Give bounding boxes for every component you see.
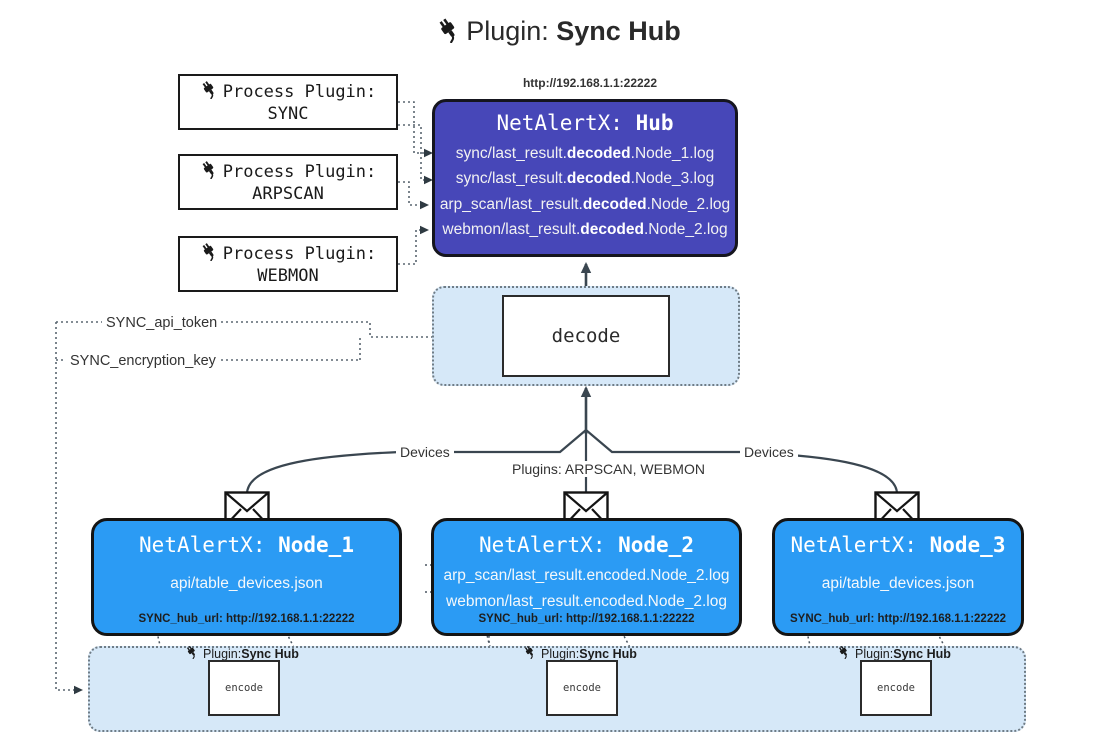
process-plugin-value: ARPSCAN bbox=[252, 184, 324, 204]
plug-icon bbox=[436, 17, 462, 50]
hub-log-bold: decoded bbox=[566, 170, 631, 188]
plug-icon bbox=[200, 160, 219, 184]
plug-icon bbox=[837, 645, 851, 662]
process-plugin-arpscan[interactable]: Process Plugin: ARPSCAN bbox=[178, 154, 398, 210]
node-title: NetAlertX: Node_1 bbox=[94, 533, 399, 557]
title-prefix: Plugin: bbox=[466, 16, 557, 46]
node-line: webmon/last_result.encoded.Node_2.log bbox=[446, 592, 727, 610]
encode-caption-node-1: Plugin: Sync Hub bbox=[185, 645, 299, 662]
hub-log-post: .Node_3.log bbox=[630, 170, 715, 188]
node-hub-url: SYNC_hub_url: http://192.168.1.1:22222 bbox=[478, 613, 695, 625]
encode-caption-node-2: Plugin: Sync Hub bbox=[523, 645, 637, 662]
hub-log-entry: arp_scan/last_result.decoded.Node_2.log bbox=[435, 192, 735, 217]
process-plugin-label: Process Plugin: bbox=[222, 161, 377, 182]
hub-log-pre: webmon/last_result. bbox=[442, 221, 581, 239]
encode-caption-name: Sync Hub bbox=[241, 646, 299, 661]
sync-api-token-label: SYNC_api_token bbox=[102, 315, 222, 331]
decode-box[interactable]: decode bbox=[502, 295, 670, 377]
node-lines: api/table_devices.json bbox=[775, 571, 1021, 597]
hub-log-entry: sync/last_result.decoded.Node_1.log bbox=[435, 141, 735, 166]
hub-log-bold: decoded bbox=[566, 145, 631, 162]
node-box-node-1[interactable]: NetAlertX: Node_1 api/table_devices.json… bbox=[91, 518, 402, 636]
page-title: Plugin: Sync Hub bbox=[0, 16, 1117, 50]
node-title-prefix: NetAlertX: bbox=[139, 533, 279, 557]
hub-log-entry: sync/last_result.decoded.Node_3.log bbox=[435, 166, 735, 191]
plug-icon bbox=[200, 242, 219, 266]
hub-log-pre: arp_scan/last_result. bbox=[439, 195, 583, 213]
encode-caption-prefix: Plugin: bbox=[855, 646, 894, 661]
node-hub-url: SYNC_hub_url: http://192.168.1.1:22222 bbox=[138, 613, 355, 625]
hub-log-entry: webmon/last_result.decoded.Node_2.log bbox=[435, 217, 735, 242]
hub-log-bold: decoded bbox=[582, 195, 647, 213]
node-title-name: Node_1 bbox=[278, 533, 354, 557]
edge-label-devices-left: Devices bbox=[396, 444, 454, 460]
node-lines: arp_scan/last_result.encoded.Node_2.log … bbox=[434, 563, 739, 614]
node-line: api/table_devices.json bbox=[821, 575, 975, 592]
connector-webmon-to-log4 bbox=[398, 225, 429, 265]
node-title-prefix: NetAlertX: bbox=[479, 533, 619, 557]
hub-log-pre: sync/last_result. bbox=[455, 170, 567, 188]
connector-sync-to-log1 bbox=[398, 101, 433, 158]
connector-arpscan-to-log3 bbox=[398, 181, 429, 210]
hub-log-post: .Node_2.log bbox=[646, 195, 731, 213]
hub-log-post: .Node_2.log bbox=[643, 221, 728, 239]
hub-title-prefix: NetAlertX: bbox=[496, 111, 636, 135]
plug-icon bbox=[185, 645, 199, 662]
node-title: NetAlertX: Node_2 bbox=[434, 533, 739, 557]
node-hub-url: SYNC_hub_url: http://192.168.1.1:22222 bbox=[789, 613, 1007, 625]
node-lines: api/table_devices.json bbox=[94, 571, 399, 597]
encode-caption-prefix: Plugin: bbox=[203, 646, 242, 661]
process-plugin-label: Process Plugin: bbox=[222, 243, 377, 264]
edge-label-devices-right: Devices bbox=[740, 444, 798, 460]
process-plugin-label: Process Plugin: bbox=[222, 81, 377, 102]
process-plugin-value: WEBMON bbox=[257, 266, 319, 286]
hub-url-label: http://192.168.1.1:22222 bbox=[522, 76, 658, 90]
hub-box[interactable]: NetAlertX: Hub sync/last_result.decoded.… bbox=[432, 99, 738, 257]
node-title-name: Node_2 bbox=[618, 533, 694, 557]
node-line: api/table_devices.json bbox=[170, 575, 323, 592]
encode-box-node-2[interactable]: encode bbox=[546, 660, 618, 716]
plug-icon bbox=[523, 645, 537, 662]
encode-box-node-1[interactable]: encode bbox=[208, 660, 280, 716]
node-line: arp_scan/last_result.encoded.Node_2.log bbox=[443, 567, 730, 584]
title-plugin-name: Sync Hub bbox=[556, 16, 681, 46]
node-title: NetAlertX: Node_3 bbox=[775, 533, 1021, 557]
node-title-name: Node_3 bbox=[929, 533, 1006, 557]
encode-box-node-3[interactable]: encode bbox=[860, 660, 932, 716]
node-box-node-3[interactable]: NetAlertX: Node_3 api/table_devices.json… bbox=[772, 518, 1024, 636]
hub-log-pre: sync/last_result. bbox=[455, 145, 567, 162]
connector-sync-to-log2 bbox=[398, 124, 433, 185]
node-title-prefix: NetAlertX: bbox=[790, 533, 930, 557]
encode-caption-prefix: Plugin: bbox=[541, 646, 580, 661]
encode-caption-name: Sync Hub bbox=[893, 646, 951, 661]
process-plugin-sync[interactable]: Process Plugin: SYNC bbox=[178, 74, 398, 130]
hub-log-bold: decoded bbox=[580, 221, 644, 239]
encode-caption-node-3: Plugin: Sync Hub bbox=[837, 645, 951, 662]
sync-encryption-key-label: SYNC_encryption_key bbox=[66, 353, 220, 369]
edge-label-plugins: Plugins: ARPSCAN, WEBMON bbox=[508, 461, 709, 477]
connector-encryption-key-to-encoders bbox=[55, 322, 83, 695]
node-box-node-2[interactable]: NetAlertX: Node_2 arp_scan/last_result.e… bbox=[431, 518, 742, 636]
hub-title: NetAlertX: Hub bbox=[435, 111, 735, 135]
process-plugin-webmon[interactable]: Process Plugin: WEBMON bbox=[178, 236, 398, 292]
encode-caption-name: Sync Hub bbox=[579, 646, 637, 661]
plug-icon bbox=[200, 80, 219, 104]
hub-log-post: .Node_1.log bbox=[630, 145, 715, 162]
process-plugin-value: SYNC bbox=[267, 104, 309, 124]
hub-title-name: Hub bbox=[635, 111, 674, 135]
